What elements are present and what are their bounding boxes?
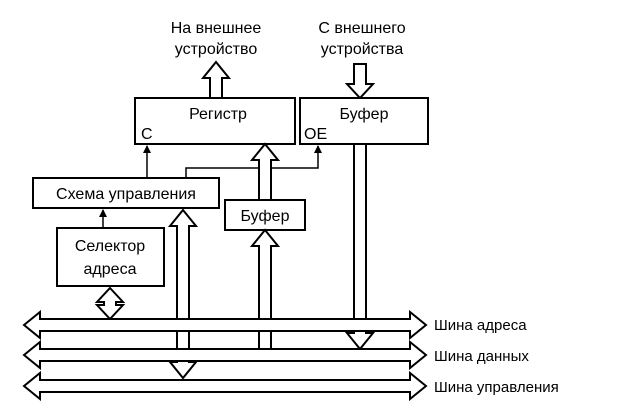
selector-line1: Селектор xyxy=(75,238,145,255)
to-external-label-line1: На внешнее xyxy=(171,20,262,37)
selector-line2: адреса xyxy=(84,261,137,278)
from-external-label-line2: устройства xyxy=(321,41,404,58)
output-buffer-block xyxy=(224,199,306,231)
register-port-c: C xyxy=(141,126,153,143)
buffer-to-data-bus-arrow xyxy=(344,143,376,351)
control-block xyxy=(32,177,220,209)
address-selector-block xyxy=(56,227,165,287)
control-bus-arrow xyxy=(167,208,199,380)
control-to-buffer-oe xyxy=(185,145,322,178)
output-buffer-title: Буфер xyxy=(241,208,290,225)
buffer-to-register-arrow xyxy=(249,142,281,201)
address-bus-label: Шина адреса xyxy=(434,317,527,334)
control-bus xyxy=(22,370,428,402)
input-buffer-block xyxy=(299,97,429,145)
control-bus-label: Шина управления xyxy=(434,379,559,396)
data-bus xyxy=(22,339,428,371)
address-bus xyxy=(22,309,428,341)
data-bus-label: Шина данных xyxy=(434,348,529,365)
input-buffer-title: Буфер xyxy=(340,106,389,123)
input-buffer-port-oe: OE xyxy=(304,126,327,143)
control-title: Схема управления xyxy=(56,186,196,203)
from-external-label-line1: С внешнего xyxy=(318,20,405,37)
to-external-label-line2: устройство xyxy=(175,41,258,58)
register-title: Регистр xyxy=(189,106,247,123)
input-buffer-arrow xyxy=(344,63,376,100)
register-output-arrow xyxy=(200,60,232,99)
register-block xyxy=(134,97,296,145)
selector-address-bus-arrow xyxy=(94,286,126,321)
